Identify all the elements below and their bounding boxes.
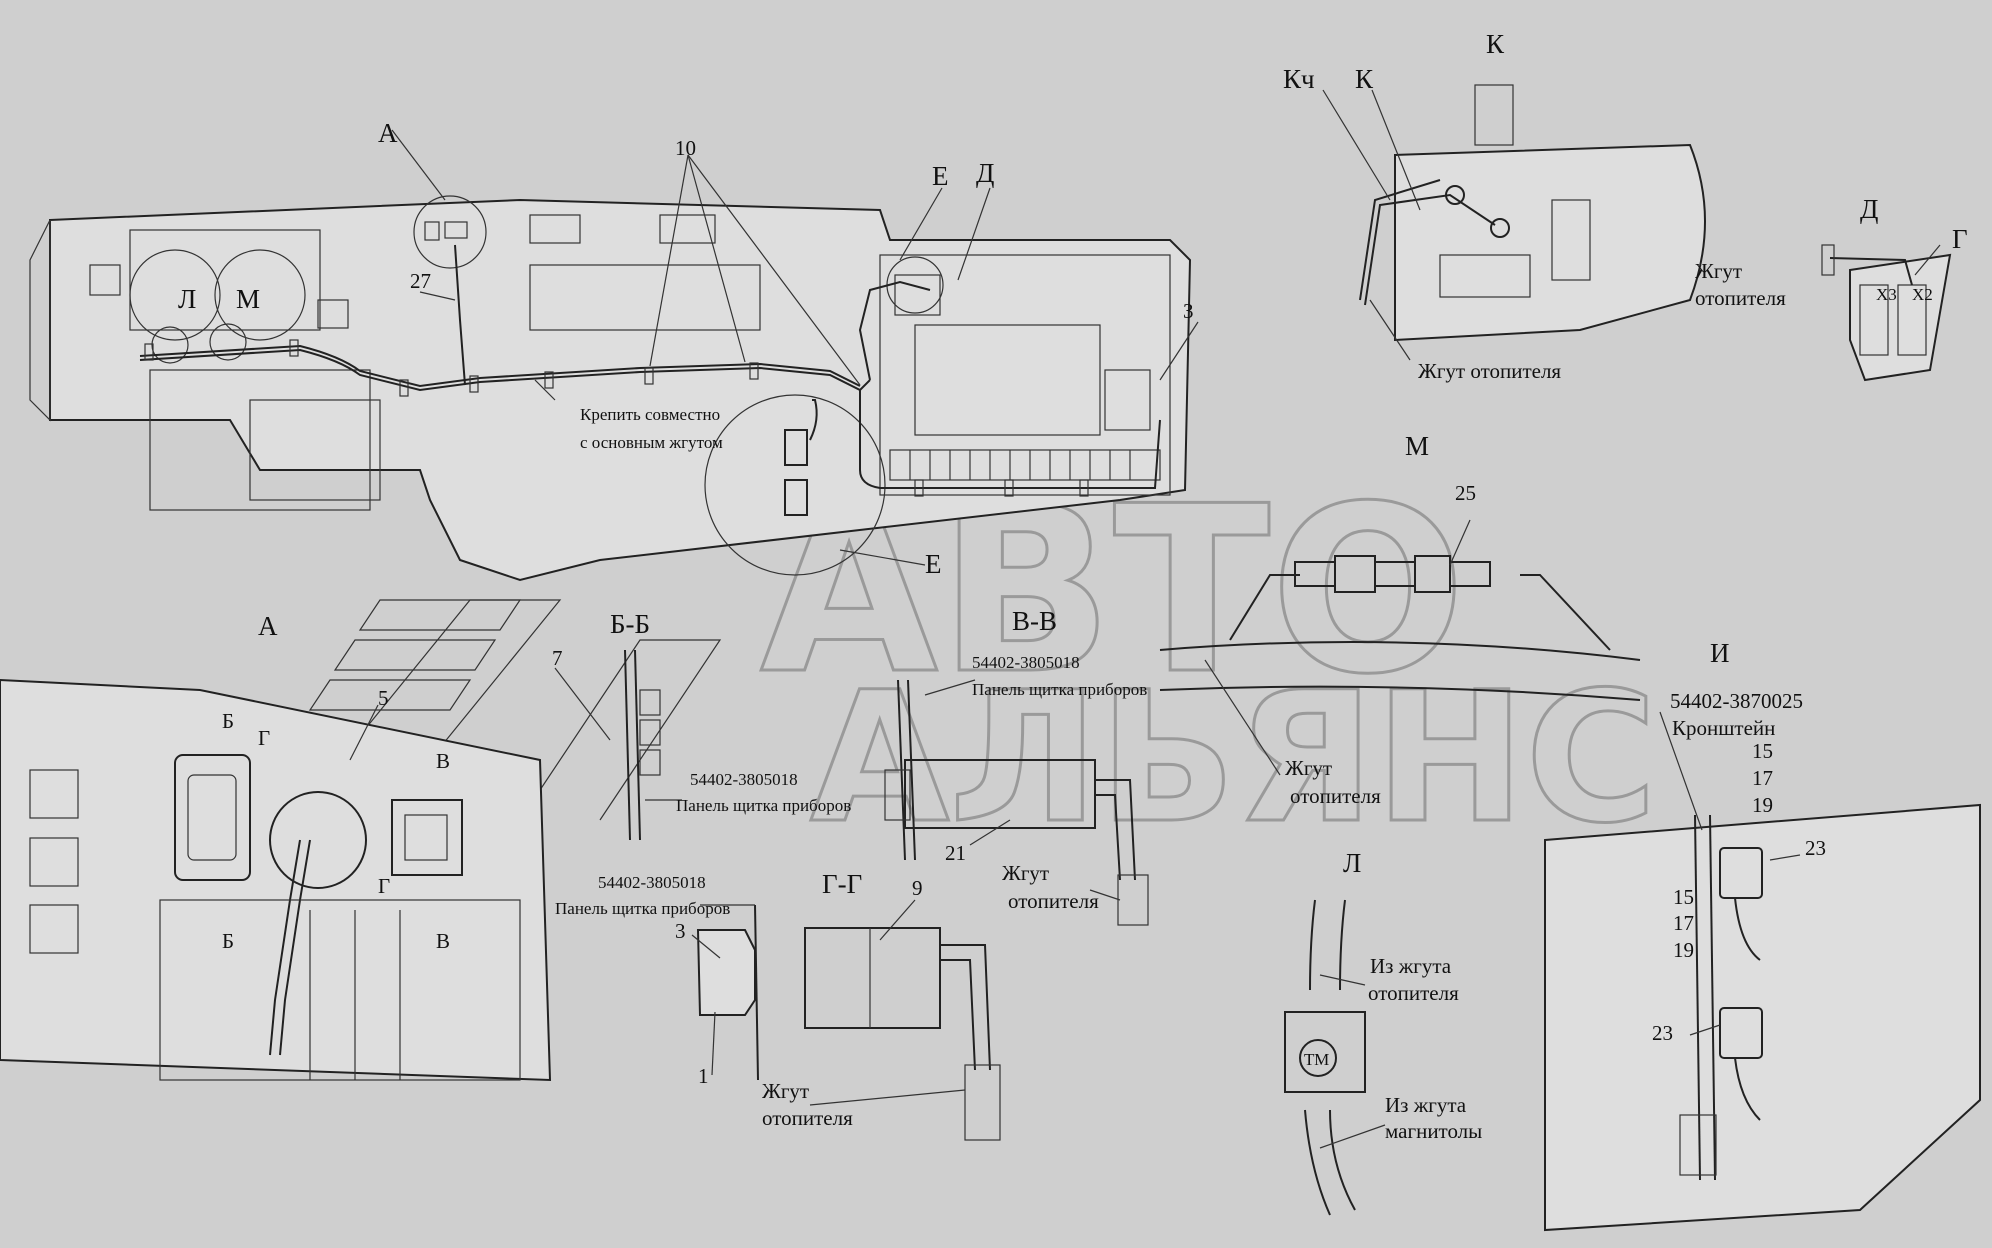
view-i-15a: 15 (1752, 739, 1773, 763)
view-a-5: 5 (378, 686, 389, 710)
view-m-harness1: Жгут (1285, 756, 1332, 780)
view-k-kch: Кч (1283, 64, 1315, 94)
view-k-title: К (1486, 29, 1505, 59)
view-bb-panel: Панель щитка приборов (676, 796, 851, 815)
view-gg: Г-Г 54402-3805018 Панель щитка приборов … (555, 869, 1001, 1141)
view-k-harness: Жгут отопителя (1418, 359, 1561, 383)
view-d: Д Г Жгут отопителя Х3 Х2 (1695, 194, 1968, 382)
view-gg-panel: Панель щитка приборов (555, 899, 730, 918)
watermark-alyans: АЛЬЯНС (810, 654, 1657, 863)
view-a-title: А (258, 611, 278, 641)
view-gg-harness1: Жгут (762, 1079, 809, 1103)
view-l-from2b: магнитолы (1385, 1119, 1482, 1143)
view-l-tm: ТМ (1304, 1050, 1329, 1069)
view-k-k: К (1355, 64, 1374, 94)
detail-circle-a (413, 195, 487, 269)
view-a-detail: А Б Б Г Г В В 5 (0, 611, 552, 1082)
view-gg-9: 9 (912, 876, 923, 900)
label-a: А (378, 118, 398, 148)
view-i-15b: 15 (1673, 885, 1694, 909)
view-bb: Б-Б 7 54402-3805018 Панель щитка приборо… (552, 609, 851, 841)
view-vv-panel: Панель щитка приборов (972, 680, 1147, 699)
view-a-g2: Г (378, 874, 390, 898)
view-i-19a: 19 (1752, 793, 1773, 817)
gauge-left (129, 249, 221, 341)
label-e: Е (932, 161, 949, 191)
view-l-from2a: Из жгута (1385, 1093, 1467, 1117)
view-i-bracket: Кронштейн (1672, 716, 1775, 740)
view-l-from1a: Из жгута (1370, 954, 1452, 978)
label-10: 10 (675, 136, 696, 160)
label-e2: Е (925, 549, 942, 579)
view-vv-title: В-В (1012, 606, 1057, 636)
view-k: К Кч К Жгут отопителя (1283, 29, 1706, 383)
view-vv-part: 54402-3805018 (972, 653, 1080, 672)
note-line1: Крепить совместно (580, 405, 720, 424)
knob (269, 791, 367, 889)
view-d-harness1: Жгут (1695, 259, 1742, 283)
label-3: 3 (1183, 299, 1194, 323)
view-m-harness2: отопителя (1290, 784, 1381, 808)
view-vv-21: 21 (945, 841, 966, 865)
view-d-g: Г (1952, 224, 1968, 254)
label-l: Л (178, 284, 196, 314)
view-a-b1: Б (222, 709, 234, 733)
view-gg-3: 3 (675, 919, 686, 943)
view-a-v2: В (436, 929, 450, 953)
view-vv-harness1: Жгут (1002, 861, 1049, 885)
view-i-17a: 17 (1752, 766, 1773, 790)
view-i: И 54402-3870025 Кронштейн 15 17 19 15 17… (1544, 638, 1981, 1232)
view-bb-part: 54402-3805018 (690, 770, 798, 789)
view-i-17b: 17 (1673, 911, 1694, 935)
view-m-title: М (1405, 431, 1429, 461)
view-i-title: И (1710, 638, 1730, 668)
view-d-harness2: отопителя (1695, 286, 1786, 310)
view-gg-harness2: отопителя (762, 1106, 853, 1130)
view-i-19b: 19 (1673, 938, 1694, 962)
view-l: Л Из жгута отопителя Из жгута магнитолы … (1284, 848, 1482, 1216)
view-d-title: Д (1860, 194, 1878, 224)
instrument-cluster (129, 229, 321, 331)
note-line2: с основным жгутом (580, 433, 723, 452)
label-m: М (236, 284, 260, 314)
view-gg-1: 1 (698, 1064, 709, 1088)
main-dashboard-view: А Д Е Е Л М 10 27 3 Крепить совместно с … (29, 118, 1199, 582)
view-bb-7: 7 (552, 646, 563, 670)
view-gg-title: Г-Г (822, 869, 862, 899)
view-a-v1: В (436, 749, 450, 773)
view-i-23b: 23 (1652, 1021, 1673, 1045)
label-d: Д (976, 158, 994, 188)
detail-circle-e (704, 394, 886, 576)
view-i-part: 54402-3870025 (1670, 689, 1803, 713)
label-27: 27 (410, 269, 431, 293)
view-bb-title: Б-Б (610, 609, 650, 639)
fuse-relay-block (879, 254, 1171, 496)
view-m: М 25 Жгут отопителя (1159, 431, 1641, 808)
view-l-title: Л (1343, 848, 1361, 878)
view-d-x2: Х2 (1912, 285, 1933, 304)
view-gg-part: 54402-3805018 (598, 873, 706, 892)
view-l-from1b: отопителя (1368, 981, 1459, 1005)
view-m-25: 25 (1455, 481, 1476, 505)
view-a-g1: Г (258, 726, 270, 750)
view-i-23a: 23 (1805, 836, 1826, 860)
view-vv: В-В 54402-3805018 Панель щитка приборов … (884, 606, 1149, 926)
view-a-b2: Б (222, 929, 234, 953)
view-d-x3: Х3 (1876, 285, 1897, 304)
view-vv-harness2: отопителя (1008, 889, 1099, 913)
gauge-right (214, 249, 306, 341)
